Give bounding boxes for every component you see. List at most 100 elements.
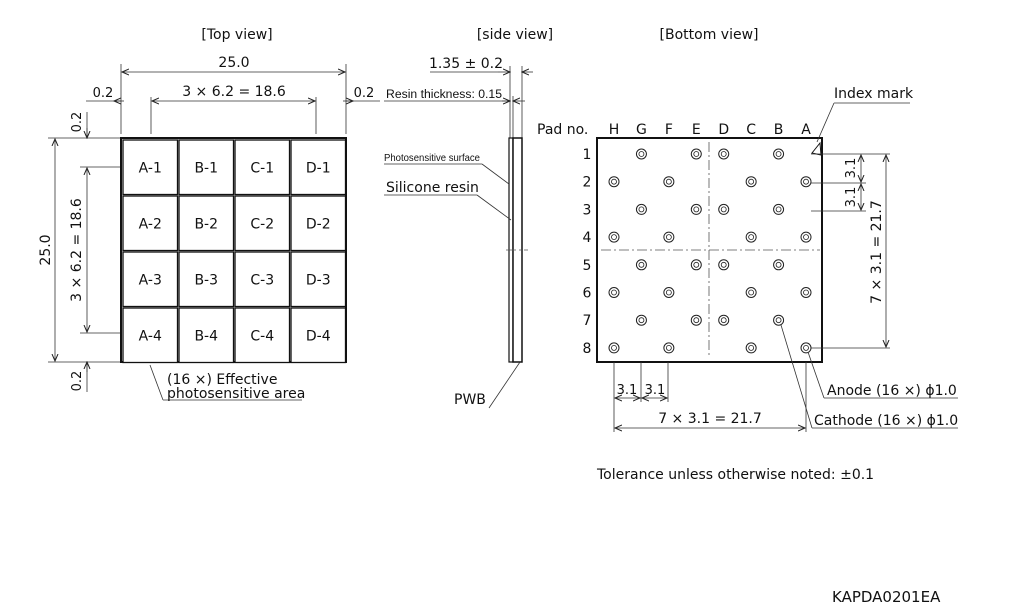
photodiode-cell bbox=[178, 195, 235, 252]
pad-inner bbox=[775, 261, 782, 268]
pad bbox=[800, 287, 812, 298]
pad bbox=[745, 342, 757, 354]
pad bbox=[690, 314, 702, 326]
pad bbox=[718, 314, 730, 326]
pad bbox=[663, 176, 675, 188]
dim-thickness-label: 1.35 ± 0.2 bbox=[429, 56, 503, 72]
photodiode-cell bbox=[122, 251, 179, 308]
cathode-label: Cathode (16 ×) ϕ1.0 bbox=[814, 413, 958, 429]
photodiode-cell bbox=[122, 307, 179, 364]
pad-column-label: G bbox=[636, 122, 647, 138]
cell-label: B-3 bbox=[194, 272, 218, 288]
photodiode-cell bbox=[234, 195, 291, 252]
cell-label: C-4 bbox=[250, 328, 274, 344]
photosensitive-surface-label: Photosensitive surface bbox=[384, 152, 480, 164]
pad-inner bbox=[775, 151, 782, 157]
dim-pitch-a-label: 3.1 bbox=[617, 383, 638, 398]
cell-label: B-4 bbox=[194, 328, 218, 344]
pad-inner bbox=[638, 317, 645, 324]
pad-column-label: E bbox=[692, 122, 701, 138]
photodiode-cell bbox=[122, 139, 179, 196]
photodiode-cell bbox=[178, 139, 235, 196]
photodiode-cell bbox=[122, 195, 179, 252]
pad bbox=[718, 148, 730, 160]
pad bbox=[800, 176, 812, 188]
dim-height-label: 25.0 bbox=[38, 234, 54, 265]
cell-label: B-2 bbox=[194, 216, 218, 232]
pad-inner bbox=[611, 289, 617, 296]
pad-column-label: D bbox=[718, 122, 729, 138]
pad bbox=[718, 259, 730, 271]
cell-label: C-2 bbox=[250, 216, 274, 232]
top-view-title: [Top view] bbox=[201, 27, 272, 43]
pad-row-label: 6 bbox=[583, 286, 592, 302]
bottom-view-title: [Bottom view] bbox=[660, 27, 759, 43]
note-leader bbox=[149, 364, 164, 401]
pad-inner bbox=[693, 261, 700, 268]
cell-label: A-4 bbox=[139, 328, 162, 344]
pad-inner bbox=[748, 234, 755, 241]
dim-margin-bottom-label: 0.2 bbox=[70, 371, 85, 392]
dim-width-label: 25.0 bbox=[218, 55, 249, 71]
cell-label: D-2 bbox=[306, 216, 331, 232]
cell-label: D-4 bbox=[306, 328, 331, 344]
pad-inner bbox=[775, 317, 782, 324]
cell-label: A-2 bbox=[139, 216, 162, 232]
dim-pitch-v-label: 3 × 6.2 = 18.6 bbox=[69, 198, 85, 302]
pad bbox=[690, 259, 702, 271]
drawing-code: KAPDA0201EA bbox=[832, 588, 941, 606]
label-leader bbox=[481, 163, 510, 185]
pad-row-label: 7 bbox=[583, 313, 592, 329]
pad bbox=[773, 148, 785, 160]
pad-inner bbox=[748, 289, 755, 296]
photodiode-cell bbox=[178, 307, 235, 364]
pad-column-label: A bbox=[801, 122, 811, 138]
pad-inner bbox=[803, 289, 809, 296]
pad-row-label: 1 bbox=[583, 147, 592, 163]
pad-column-label: B bbox=[774, 122, 784, 138]
cell-label: D-1 bbox=[306, 160, 331, 176]
photodiode-cell bbox=[290, 251, 347, 308]
pad-row-label: 2 bbox=[583, 175, 592, 191]
pad-inner bbox=[638, 206, 645, 213]
pad-inner bbox=[693, 206, 700, 213]
pad-inner bbox=[693, 151, 700, 157]
cathode-leader bbox=[780, 324, 813, 429]
dim-pitch-label: 3 × 6.2 = 18.6 bbox=[182, 84, 286, 100]
pad-inner bbox=[693, 317, 700, 324]
dim-pitch-b-label: 3.1 bbox=[645, 383, 666, 398]
cell-label: A-1 bbox=[139, 160, 162, 176]
pad bbox=[773, 314, 785, 326]
pad bbox=[718, 203, 730, 215]
anode-label: Anode (16 ×) ϕ1.0 bbox=[827, 383, 957, 399]
pad bbox=[608, 342, 620, 354]
pad-inner bbox=[803, 234, 809, 241]
pad bbox=[773, 259, 785, 271]
side-view-title: [side view] bbox=[477, 27, 553, 43]
pad-inner bbox=[611, 344, 617, 351]
photodiode-cell bbox=[234, 251, 291, 308]
pad-column-label: C bbox=[746, 122, 756, 138]
pad-no-label: Pad no. bbox=[537, 122, 588, 138]
photodiode-cell bbox=[178, 251, 235, 308]
pad-inner bbox=[720, 206, 727, 213]
pad-inner bbox=[611, 234, 617, 241]
pad-inner bbox=[803, 178, 809, 185]
silicone-resin-label: Silicone resin bbox=[386, 180, 479, 196]
pad bbox=[800, 342, 812, 354]
cell-label: C-1 bbox=[250, 160, 274, 176]
pad-inner bbox=[638, 261, 645, 268]
pad bbox=[635, 203, 647, 215]
pad bbox=[745, 231, 757, 243]
pwb-leader bbox=[488, 361, 521, 409]
pad bbox=[635, 314, 647, 326]
pad-column-label: F bbox=[665, 122, 673, 138]
pad bbox=[690, 148, 702, 160]
pad-inner bbox=[748, 178, 755, 185]
pad-array bbox=[608, 148, 812, 354]
pad-row-label: 8 bbox=[583, 341, 592, 357]
pad bbox=[608, 287, 620, 298]
dim-total-v-label: 7 × 3.1 = 21.7 bbox=[869, 200, 885, 304]
